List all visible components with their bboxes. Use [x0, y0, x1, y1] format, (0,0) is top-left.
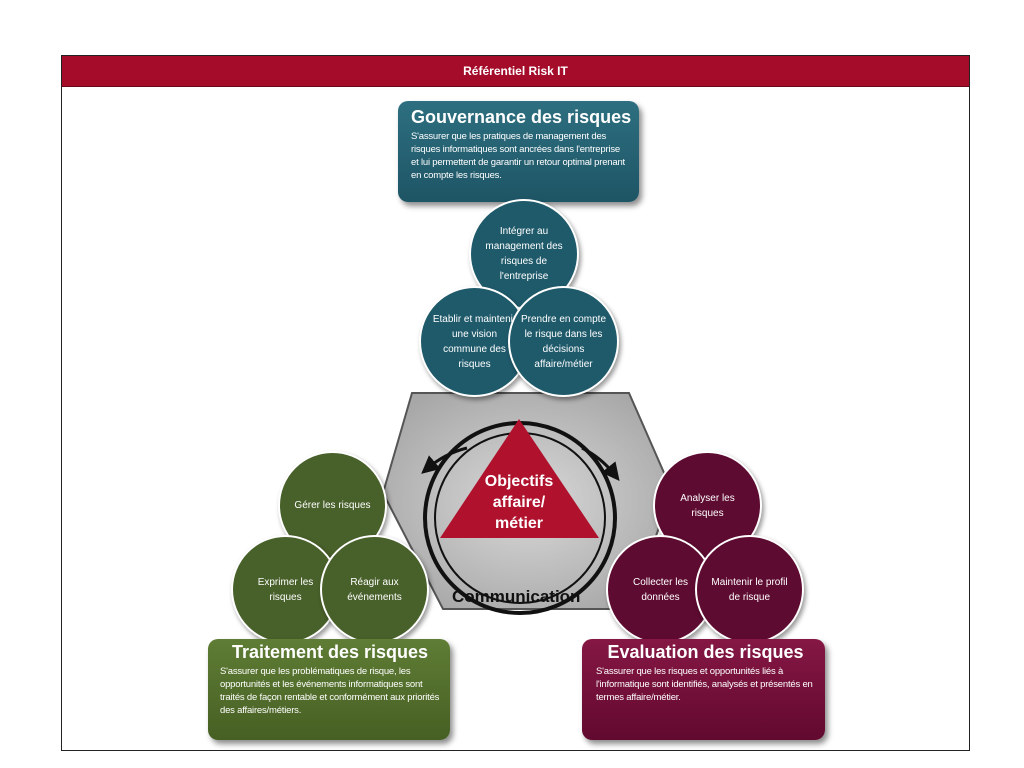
communication-label: Communication [452, 587, 581, 606]
circle-react-events-label: Réagir aux événements [347, 576, 402, 603]
page-title: Référentiel Risk IT [62, 56, 969, 87]
treatment-title: Traitement des risques [231, 642, 429, 662]
circle-vision-label: Etablir et maintenir une vision commune … [432, 313, 517, 370]
circle-collect-data-label: Collecter les données [632, 576, 689, 603]
circle-analyse-risks-label: Analyser les risques [680, 492, 735, 519]
framework-frame: Référentiel Risk IT Gouvernance des risq… [61, 55, 970, 751]
governance-description: S'assurer que les pratiques de managemen… [411, 131, 625, 181]
center-triangle [440, 419, 599, 538]
circle-react-events: Réagir aux événements [320, 535, 429, 644]
governance-box: Gouvernance des risques S'assurer que le… [398, 101, 639, 202]
circle-decisions: Prendre en compte le risque dans les déc… [508, 286, 619, 397]
circle-express-risks-label: Exprimer les risques [257, 576, 314, 603]
governance-title: Gouvernance des risques [411, 107, 632, 127]
circle-express-risks: Exprimer les risques [231, 535, 340, 644]
circle-risk-profile-label: Maintenir le profil de risque [711, 576, 788, 603]
center-objectives-label: Objectifs affaire/ métier [484, 473, 554, 532]
cycle-arrow-right [581, 446, 620, 482]
circle-integrate-label: Intégrer au management des risques de l'… [485, 226, 563, 282]
circle-decisions-label: Prendre en compte le risque dans les déc… [520, 313, 607, 370]
cycle-arrow-left [421, 446, 468, 474]
framework-diagram [381, 392, 674, 615]
circle-manage-risks-label: Gérer les risques [294, 500, 371, 511]
circle-risk-profile: Maintenir le profil de risque [695, 535, 804, 644]
evaluation-description: S'assurer que les risques et opportunité… [596, 666, 813, 703]
evaluation-title: Evaluation des risques [607, 642, 804, 662]
evaluation-box: Evaluation des risques S'assurer que les… [582, 639, 825, 740]
treatment-box: Traitement des risques S'assurer que les… [208, 639, 450, 740]
treatment-description: S'assurer que les problématiques de risq… [220, 666, 440, 716]
